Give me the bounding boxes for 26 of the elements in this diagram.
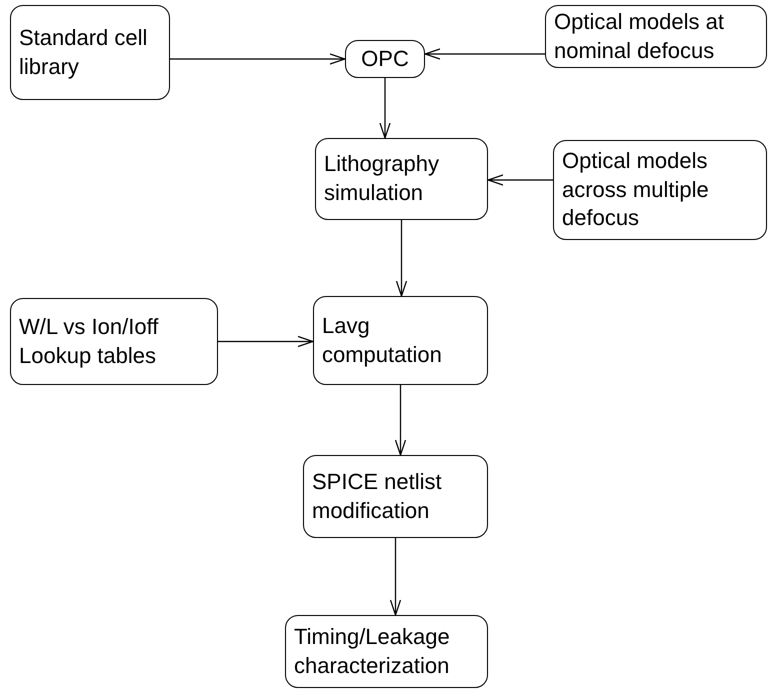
process-box: [313, 296, 488, 385]
box-label: Optical models across multiple defocus: [562, 147, 710, 232]
arrow: [390, 538, 402, 616]
process-box: [303, 455, 488, 538]
box-label: W/L vs Ion/Ioff Lookup tables: [19, 312, 160, 370]
arrow: [218, 336, 314, 348]
box-label: OPC: [361, 44, 409, 73]
box-label: SPICE netlist modification: [312, 468, 443, 524]
arrow: [170, 53, 346, 65]
box-label: Lavg computation: [322, 312, 443, 369]
arrow: [424, 48, 545, 60]
process-box: [10, 298, 218, 385]
process-box: [315, 138, 488, 220]
process-box: [545, 5, 767, 68]
arrow: [394, 385, 406, 456]
arrow: [379, 78, 391, 139]
arrow: [396, 220, 408, 297]
box-label: Lithography simulation: [324, 150, 440, 207]
box-label: Standard cell library: [19, 24, 148, 81]
process-box: [10, 5, 170, 100]
box-label: Timing/Leakage characterization: [294, 622, 451, 680]
box-label: Optical models at nominal defocus: [554, 8, 725, 64]
process-box: [285, 615, 488, 688]
process-box: [345, 40, 425, 78]
process-box: [553, 140, 767, 240]
arrow: [487, 174, 553, 186]
